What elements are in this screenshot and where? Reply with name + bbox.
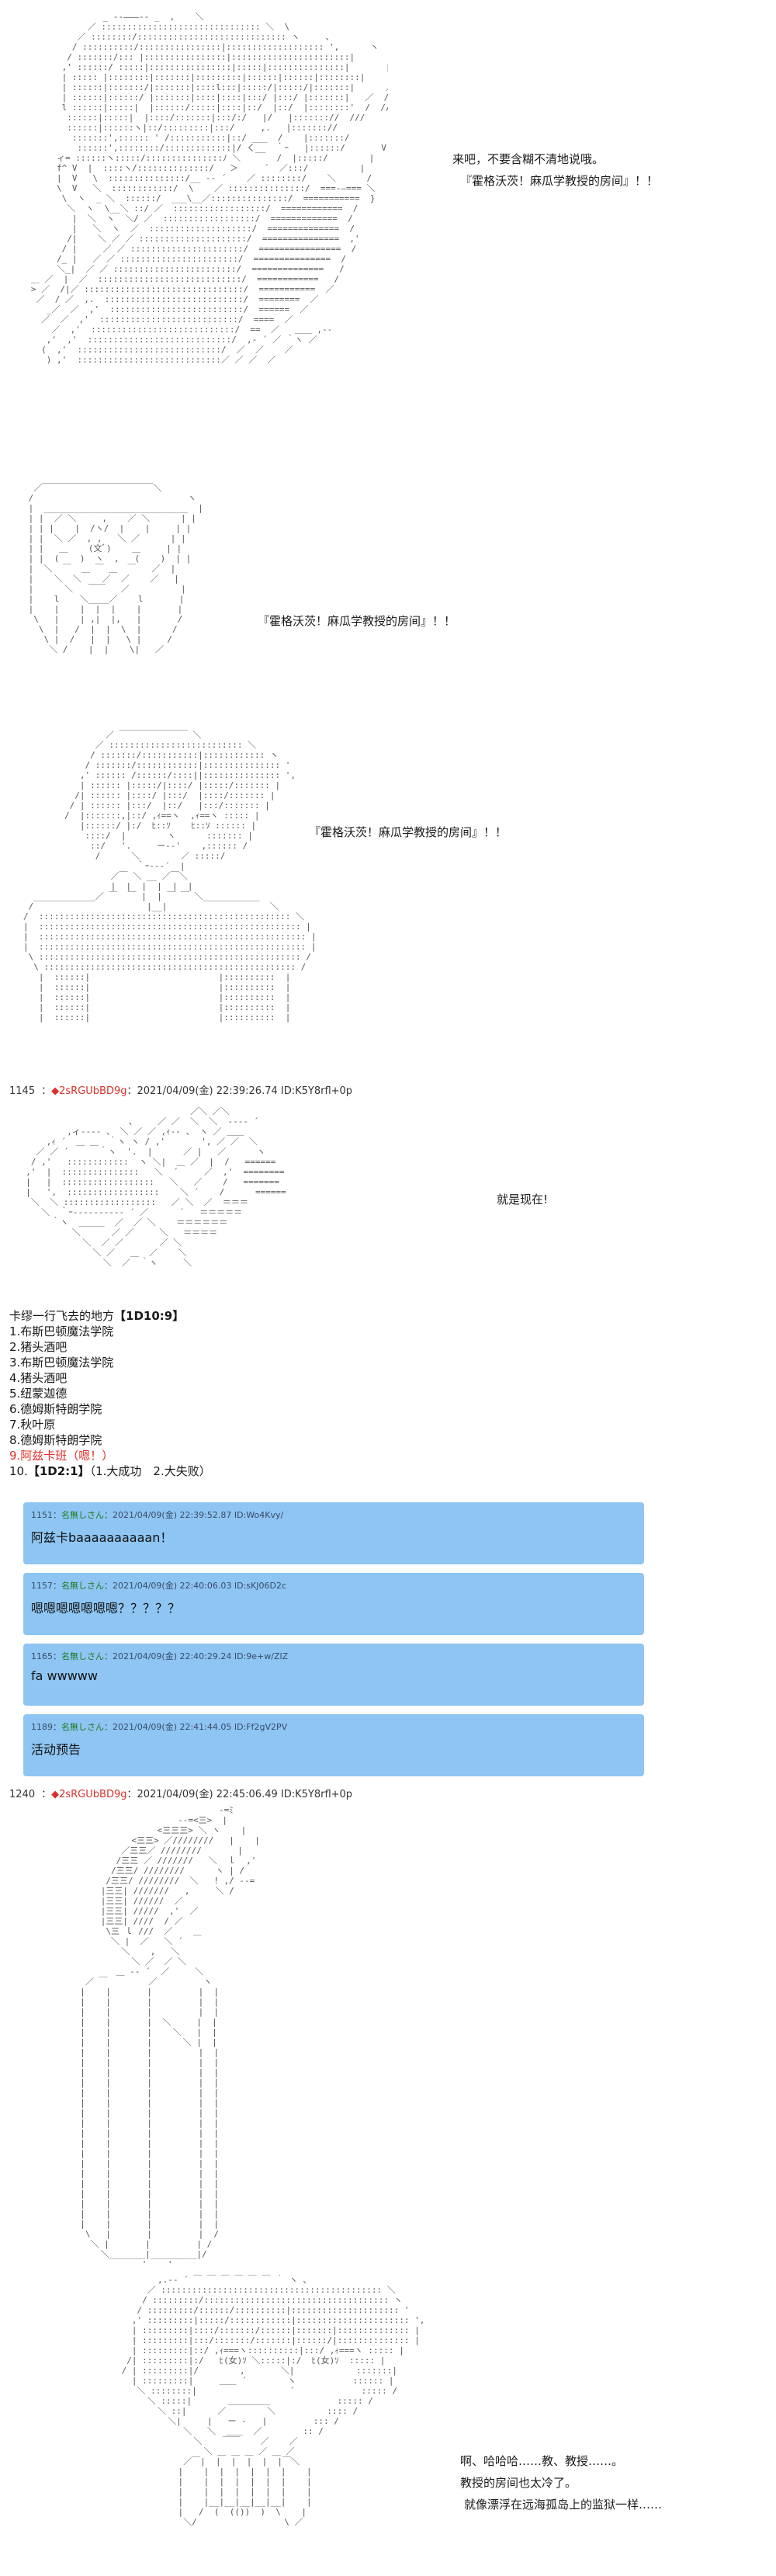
reply-post: 1165：名無しさん：2021/04/09(金) 22:40:29.24 ID:…: [23, 1644, 644, 1706]
reply-meta: 1189：名無しさん：2021/04/09(金) 22:41:44.05 ID:…: [31, 1722, 288, 1732]
dialogue-line: 『霍格沃茨！麻瓜学教授的房间』！！: [309, 825, 508, 839]
reply-author[interactable]: 名無しさん: [61, 1651, 104, 1661]
poster-trip[interactable]: ◆2sRGUbBD9g: [51, 1085, 127, 1097]
ascii-art-action: ／＼ ／＼ 、 ／ ／ ＼ ＼ -‐‐‐ ´ ,ィ‐‐‐- 、 ＼ ／ ／ ,ｨ…: [26, 1106, 286, 1268]
reply-post: 1189：名無しさん：2021/04/09(金) 22:41:44.05 ID:…: [23, 1714, 644, 1776]
ascii-art-character-3: ／ ￣￣￣￣￣￣￣￣ ＼ ／ :::::::::::::::::::::::::…: [23, 730, 317, 1022]
dialogue-line: 『霍格沃茨！麻瓜学教授的房间』！！: [460, 174, 659, 188]
choice-option: 5.纽蒙迦德: [9, 1387, 68, 1401]
reply-post: 1157：名無しさん：2021/04/09(金) 22:40:06.03 ID:…: [23, 1573, 644, 1635]
reply-author[interactable]: 名無しさん: [61, 1581, 104, 1591]
choice-option: 6.德姆斯特朗学院: [9, 1402, 102, 1416]
dialogue-line: 就是现在!: [497, 1193, 549, 1206]
choice-option-selected: 9.阿兹卡班（嗯！）: [9, 1449, 114, 1463]
choice-title: 卡缪一行飞去的地方【1D10:9】: [9, 1309, 185, 1323]
choice-result-line: 10.【1D2:1】（1.大成功 2.大失败）: [9, 1464, 211, 1478]
dialogue-line: 『霍格沃茨！麻瓜学教授的房间』！！: [258, 614, 456, 628]
poster-trip[interactable]: ◆2sRGUbBD9g: [51, 1789, 127, 1800]
post-header: 1240 ：◆2sRGUbBD9g：2021/04/09(金) 22:45:06.…: [9, 1786, 352, 1800]
dice-choice-list: 卡缪一行飞去的地方【1D10:9】 1.布斯巴顿魔法学院 2.猪头酒吧 3.布斯…: [9, 1308, 320, 1479]
reply-meta: 1151：名無しさん：2021/04/09(金) 22:39:52.87 ID:…: [31, 1510, 284, 1520]
reply-text: 阿兹卡baaaaaaaaaan！: [31, 1530, 173, 1545]
choice-option: 1.布斯巴顿魔法学院: [9, 1324, 114, 1338]
post-date: ：2021/04/09(金) 22:39:26.74 ID:K5Y8rfl+0p: [126, 1085, 353, 1097]
dice-result: 【1D2:1】: [27, 1464, 90, 1478]
post-header: 1145 ：◆2sRGUbBD9g：2021/04/09(金) 22:39:26.…: [9, 1082, 352, 1097]
ascii-art-character-2: ／￣￣￣￣￣￣￣￣￣￣￣￣￣＼ / ヽ | __________________…: [28, 483, 203, 654]
dice-result: 【1D10:9】: [114, 1309, 185, 1323]
post-number: 1145: [9, 1085, 36, 1097]
ascii-art-character-1: _ -‐―――‐- _ , ＼ ／ ::::::::::::::::::::::…: [30, 12, 388, 365]
reply-author[interactable]: 名無しさん: [61, 1510, 104, 1520]
ascii-art-character-6: ,.-‐ ´ ￣ ￣ ￣ ￣ ￣ ￣ ｀ ヽ 、 ／ :::::::::::::…: [121, 2275, 425, 2527]
reply-meta: 1157：名無しさん：2021/04/09(金) 22:40:06.03 ID:…: [31, 1581, 286, 1591]
dialogue-line: 啊、哈哈哈……教、教授……。: [460, 2454, 624, 2468]
post-separator: ：: [41, 1789, 52, 1800]
dialogue-line: 教授的房间也太冷了。: [460, 2476, 577, 2490]
dialogue-line: 来吧，不要含糊不清地说哦。: [452, 152, 605, 166]
reply-meta: 1165：名無しさん：2021/04/09(金) 22:40:29.24 ID:…: [31, 1651, 289, 1661]
choice-option: 2.猪头酒吧: [9, 1340, 68, 1354]
choice-option: 8.德姆斯特朗学院: [9, 1433, 102, 1447]
choice-option: 4.猪头酒吧: [9, 1371, 68, 1385]
post-separator: ：: [41, 1085, 52, 1097]
ascii-art-tall-figure: -=ﾐ -‐=<三> | <三三三> ＼ ヽ | <三三> ／//////// …: [80, 1805, 260, 2263]
reply-author[interactable]: 名無しさん: [61, 1722, 104, 1732]
reply-text: 活动预告: [31, 1742, 81, 1757]
post-date: ：2021/04/09(金) 22:45:06.49 ID:K5Y8rfl+0p: [126, 1789, 353, 1800]
dialogue-line: 就像漂浮在远海孤岛上的监狱一样……: [464, 2498, 663, 2512]
reply-post: 1151：名無しさん：2021/04/09(金) 22:39:52.87 ID:…: [23, 1502, 644, 1564]
reply-text: fa wwwww: [31, 1668, 98, 1683]
post-number: 1240: [9, 1789, 36, 1800]
choice-option: 7.秋叶原: [9, 1418, 56, 1432]
reply-text: 嗯嗯嗯嗯嗯嗯嗯？？？？？: [31, 1601, 181, 1616]
choice-option: 3.布斯巴顿魔法学院: [9, 1356, 114, 1370]
